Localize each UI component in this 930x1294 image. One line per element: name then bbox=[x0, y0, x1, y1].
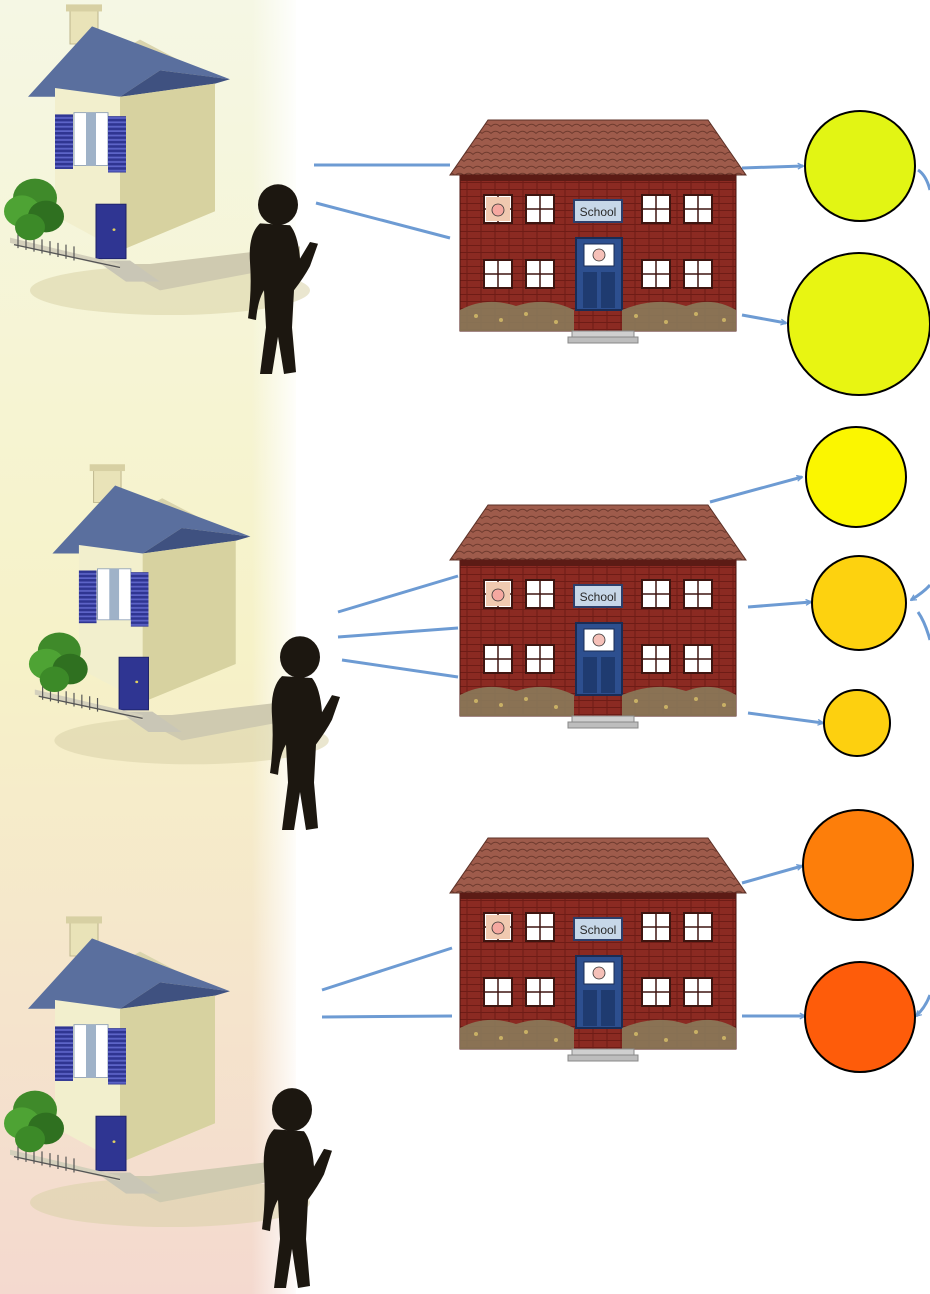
arrow-line bbox=[742, 166, 803, 168]
arrow-line bbox=[748, 602, 811, 607]
arrow-line bbox=[918, 170, 930, 190]
connector-line bbox=[322, 948, 452, 990]
arrow-line bbox=[748, 713, 823, 723]
arrow-line bbox=[916, 995, 930, 1016]
home-school-connectors bbox=[314, 165, 458, 1017]
school-building-icon: School bbox=[450, 838, 746, 1061]
outcome-circle bbox=[806, 427, 906, 527]
arrow-line bbox=[918, 612, 930, 640]
outcome-circle bbox=[805, 111, 915, 221]
connector-line bbox=[342, 660, 458, 677]
outcome-circle bbox=[824, 690, 890, 756]
school-building-icon: School bbox=[450, 120, 746, 343]
outcome-circle bbox=[812, 556, 906, 650]
arrow-line bbox=[742, 315, 786, 323]
connector-line bbox=[316, 203, 450, 238]
connector-line bbox=[338, 576, 458, 612]
arrow-line bbox=[742, 866, 802, 883]
arrow-line bbox=[911, 585, 930, 600]
outcome-circle bbox=[788, 253, 930, 395]
outcome-circles bbox=[788, 111, 930, 1072]
school-sign: School bbox=[580, 923, 617, 937]
arrow-line bbox=[710, 477, 802, 502]
outcome-circle bbox=[803, 810, 913, 920]
school-sign: School bbox=[580, 205, 617, 219]
connector-line bbox=[338, 628, 458, 637]
connector-line bbox=[322, 1016, 452, 1017]
school-sign: School bbox=[580, 590, 617, 604]
school-building-icon: School bbox=[450, 505, 746, 728]
outcome-circle bbox=[805, 962, 915, 1072]
